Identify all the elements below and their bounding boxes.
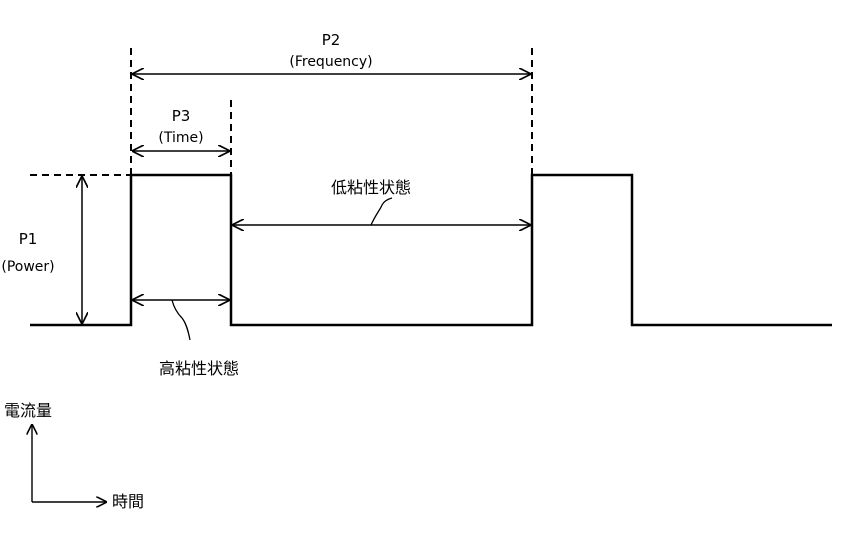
pulse-waveform [30,173,832,327]
p3-label: P3 [172,107,191,125]
p2-label: P2 [322,31,341,49]
y-axis-label: 電流量 [4,401,52,420]
p1-sub-label: (Power) [1,259,54,275]
low-viscosity-label: 低粘性状態 [331,178,411,197]
low-viscosity-leader [370,197,393,226]
high-viscosity-label: 高粘性状態 [159,359,239,378]
p1-label: P1 [19,230,38,248]
high-viscosity-leader [171,299,191,341]
p3-sub-label: (Time) [158,130,203,146]
x-axis-label: 時間 [112,492,144,511]
p2-sub-label: (Frequency) [289,54,372,70]
